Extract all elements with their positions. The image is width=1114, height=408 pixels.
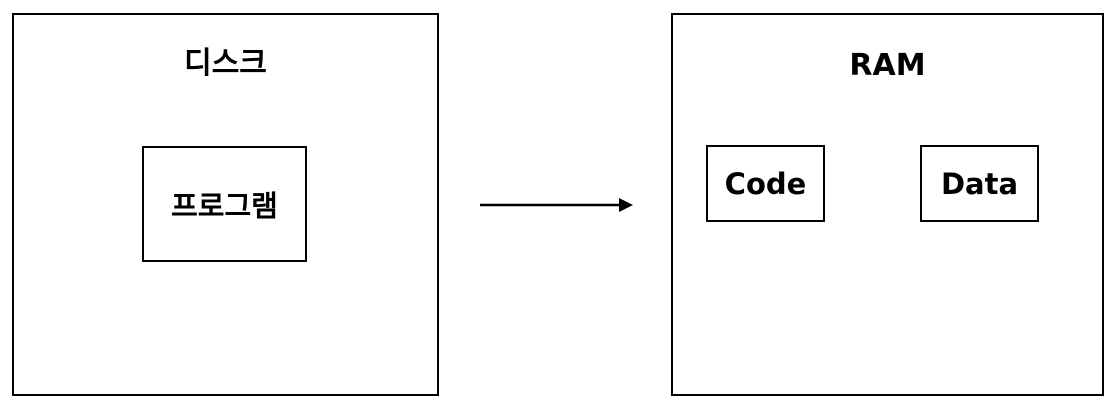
ram-title: RAM [849, 48, 926, 83]
data-segment-box: Data [920, 145, 1039, 222]
code-label: Code [724, 166, 807, 201]
program-label: 프로그램 [171, 189, 278, 223]
disk-title: 디스크 [184, 46, 267, 81]
program-box: 프로그램 [142, 146, 307, 262]
code-segment-box: Code [706, 145, 825, 222]
data-label: Data [940, 166, 1019, 201]
load-arrow [480, 198, 633, 212]
